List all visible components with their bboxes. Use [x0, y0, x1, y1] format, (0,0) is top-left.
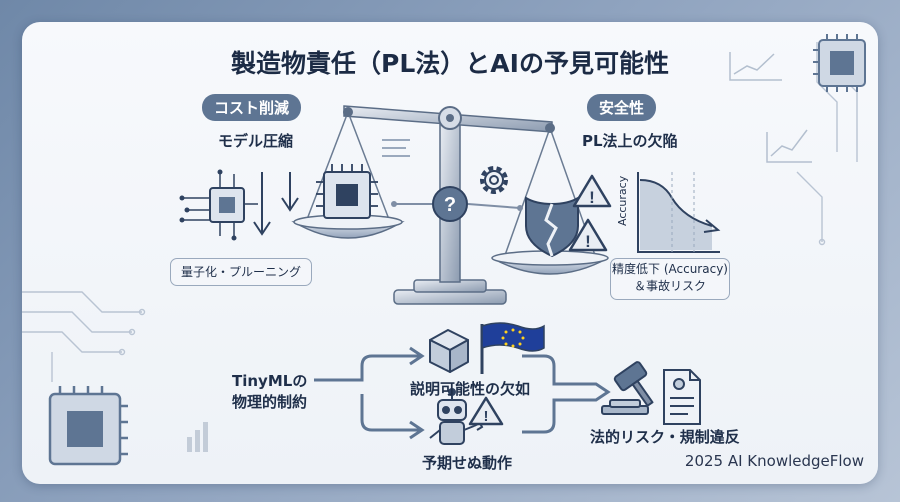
eu-flag-icon: [480, 322, 545, 374]
physical-constraint-line: 物理的制約: [232, 393, 308, 411]
quantization-pruning-label: 量子化・プルーニング: [180, 265, 301, 279]
flow-arrows: [314, 346, 611, 440]
quantization-pruning-box: 量子化・プルーニング: [170, 258, 312, 286]
credit-text: 2025 AI KnowledgeFlow: [684, 452, 864, 470]
question-icon: [432, 186, 468, 222]
chip-icon: [813, 34, 866, 92]
tinyml-constraints-label: TinyMLの 物理的制約: [232, 370, 307, 412]
gear-icon: [480, 166, 508, 194]
chart-axis-label: Accuracy: [616, 175, 629, 226]
tinyml-line: TinyMLの: [232, 372, 308, 390]
warning-icon: !: [572, 174, 612, 208]
warning-icon: !: [468, 396, 504, 426]
cost-reduction-badge: コスト削減: [202, 94, 302, 121]
lack-of-explainability-label: 説明可能性の欠如: [410, 380, 531, 398]
document-lines-icon: [382, 139, 410, 157]
broken-shield-icon: [525, 196, 579, 258]
gavel-icon: [601, 361, 654, 415]
diagram-artwork: ? ! !: [22, 34, 866, 466]
box-icon: [429, 329, 469, 373]
accuracy-drop-label: 精度低下 (Accuracy): [612, 262, 728, 276]
chip-icon: [48, 386, 128, 466]
chip-icon: [316, 164, 378, 219]
legal-risk-label: 法的リスク・規制違反: [590, 428, 740, 446]
page-title: 製造物責任（PL法）とAIの予見可能性: [231, 49, 669, 78]
unexpected-behavior-label: 予期せぬ動作: [422, 454, 513, 472]
question-mark: ?: [444, 194, 456, 216]
decorative-bars-icon: [187, 422, 208, 452]
svg-text:!: !: [589, 188, 595, 207]
decorative-chart-icon: [729, 52, 812, 163]
pl-defect-label: PL法上の欠陥: [582, 132, 678, 150]
model-compression-label: モデル圧縮: [218, 132, 294, 150]
down-arrow-icon: [253, 172, 299, 236]
diagram-card: ? ! !: [22, 22, 878, 484]
safety-badge: 安全性: [587, 94, 657, 121]
robot-icon: [429, 388, 484, 445]
chip-icon: [179, 169, 258, 241]
svg-text:!: !: [484, 408, 489, 425]
warning-icon: !: [568, 218, 608, 252]
accident-risk-label: ＆事故リスク: [633, 279, 706, 293]
connector-line: [394, 203, 521, 209]
svg-text:!: !: [585, 232, 591, 251]
accuracy-risk-box: 精度低下 (Accuracy) ＆事故リスク: [610, 258, 730, 300]
document-icon: [663, 369, 701, 425]
accuracy-decline-chart: [637, 172, 721, 253]
